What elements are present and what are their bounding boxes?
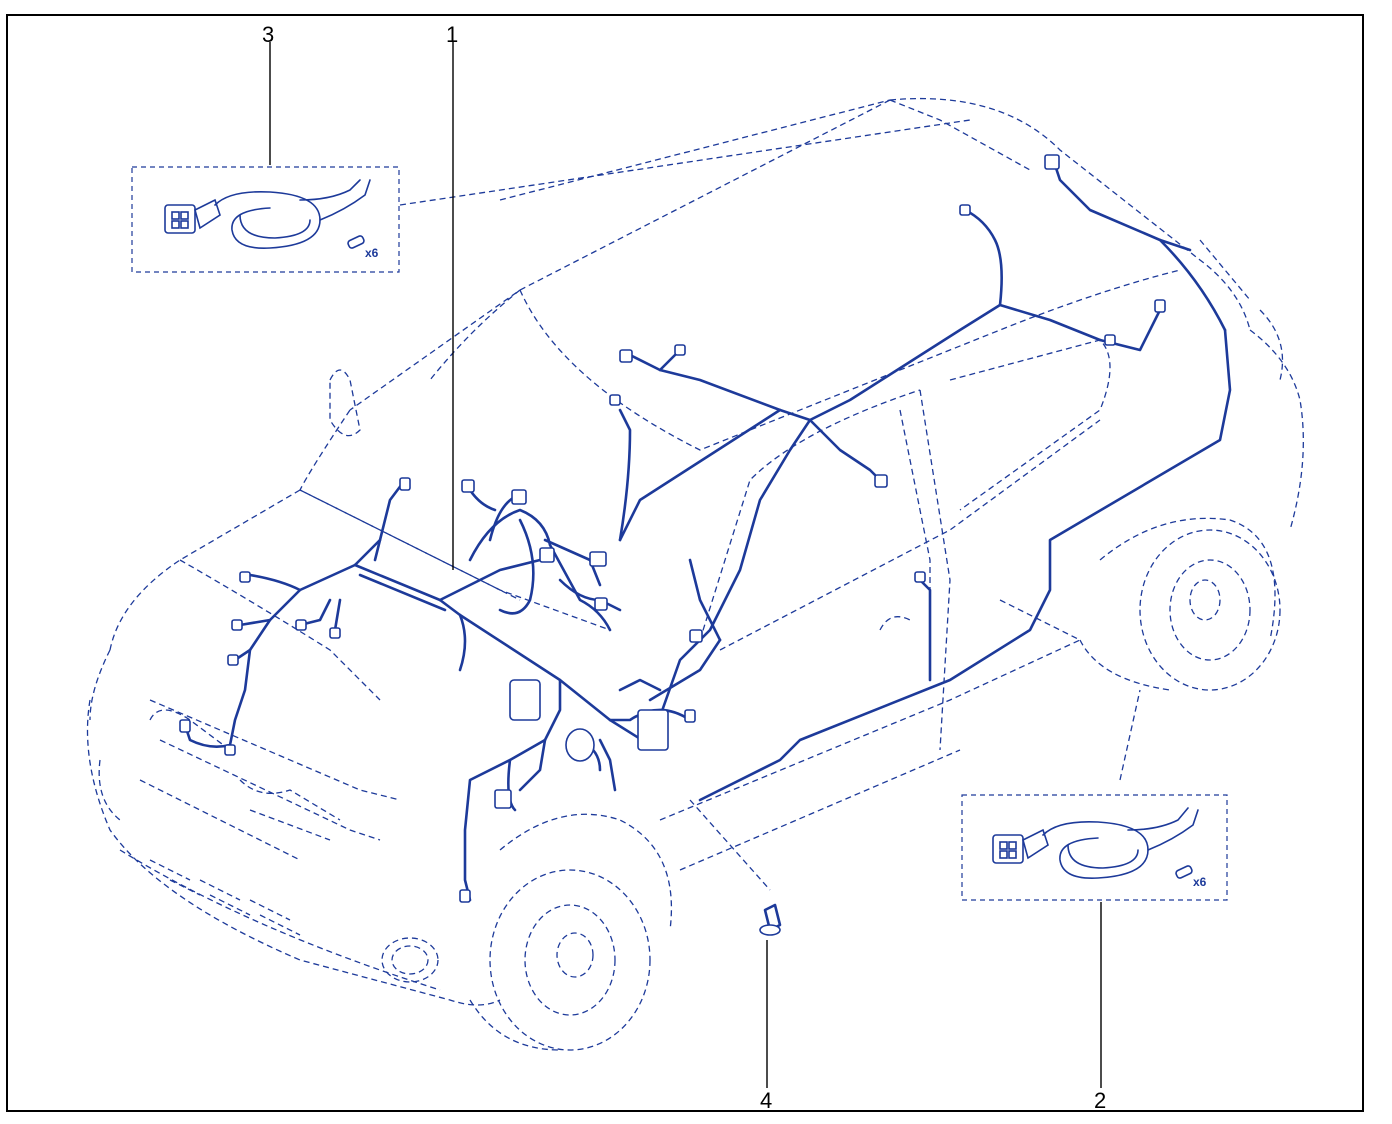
detail-box-3 xyxy=(131,166,400,273)
item-4-plug xyxy=(759,903,782,936)
box-3-quantity: x6 xyxy=(365,246,379,260)
box-2-quantity: x6 xyxy=(1193,875,1207,889)
callout-2: 2 xyxy=(1094,1088,1107,1113)
leader-lines xyxy=(269,42,1102,1088)
diagram-frame xyxy=(6,14,1364,1112)
car-body-outline xyxy=(86,97,1304,1051)
callout-3: 3 xyxy=(262,22,275,47)
harness-connectors xyxy=(179,154,1166,903)
callout-4: 4 xyxy=(760,1088,773,1113)
detail-box-2 xyxy=(961,794,1228,901)
callout-1: 1 xyxy=(446,22,459,47)
main-harness xyxy=(183,163,1232,902)
